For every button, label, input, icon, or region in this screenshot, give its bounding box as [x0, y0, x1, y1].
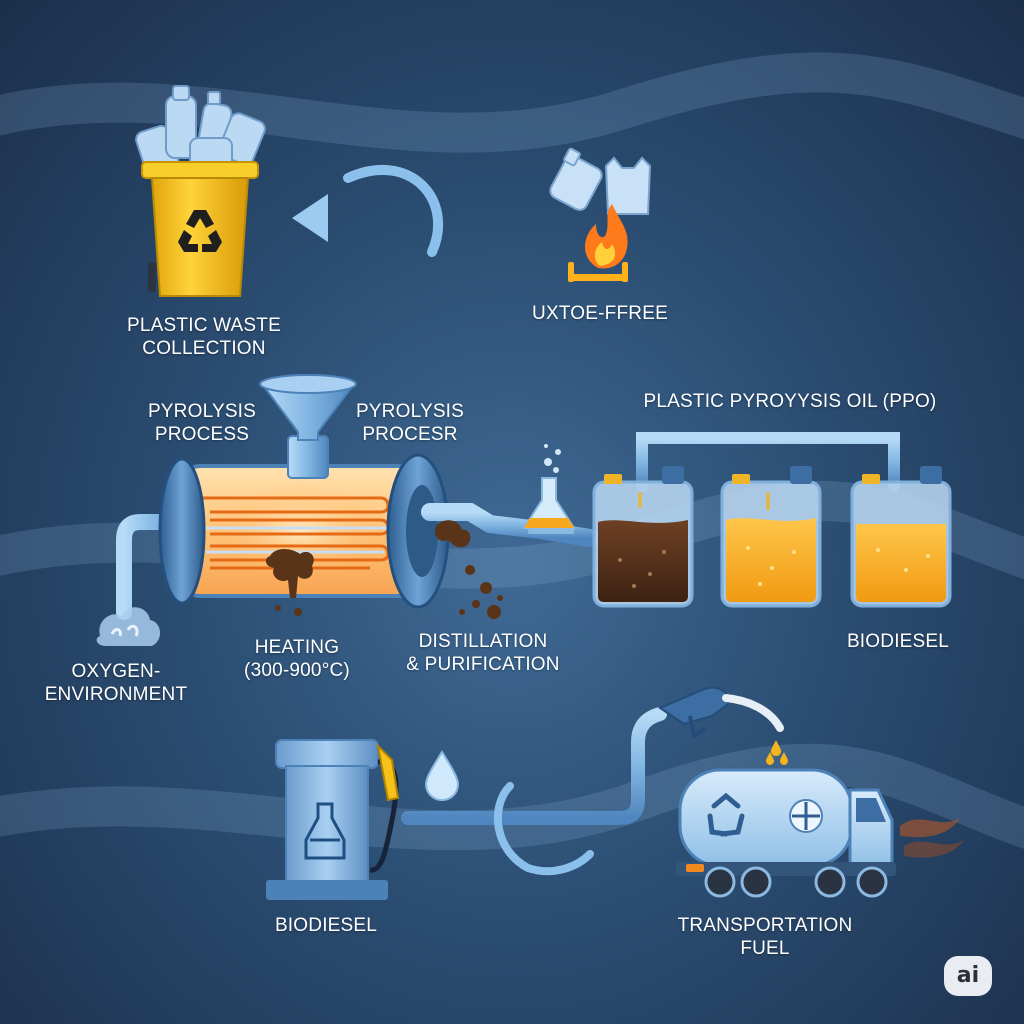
return-arrow-icon: [292, 165, 526, 257]
ai-badge: ai: [944, 956, 992, 996]
label-heating: HEATING (300-900°C): [222, 636, 372, 682]
oil-tank-icon: [720, 466, 822, 608]
reactor-icon: [116, 453, 450, 620]
funnel-icon: [259, 374, 357, 479]
oil-tank-icon: [850, 466, 952, 608]
label-line: OXYGEN-: [71, 661, 161, 682]
label-line: ENVIRONMENT: [44, 684, 188, 705]
label-transportation-fuel: TRANSPORTATION FUEL: [670, 914, 860, 960]
label-pyrolysis-process-right: PYROLYSIS PROCESR: [340, 400, 480, 446]
label-line: PROCESS: [154, 424, 250, 445]
label-distillation: DISTILLATION & PURIFICATION: [398, 630, 568, 676]
label-line: HEATING: [254, 637, 340, 658]
tanker-truck-icon: [676, 768, 964, 898]
label-pyrolysis-process-left: PYROLYSIS PROCESS: [132, 400, 272, 446]
label-oxygen-free: UXTOE-FFREE: [532, 303, 668, 324]
fuel-pump-icon: [266, 739, 400, 900]
label-line: TRANSPORTATION: [677, 915, 853, 936]
fuel-hose: [401, 707, 667, 876]
label-biodiesel-bottom: BIODIESEL: [274, 915, 378, 936]
label-ppo: PLASTIC PYROYYSIS OIL (PPO): [643, 391, 937, 412]
recycle-bin-icon: [135, 85, 266, 297]
fuel-nozzle-icon: [657, 686, 788, 765]
label-biodiesel-right: BIODIESEL: [846, 631, 950, 652]
label-line: FUEL: [740, 938, 790, 959]
flask-icon: [522, 444, 576, 534]
oxygen-cloud-icon: [96, 607, 161, 646]
label-line: (300-900°C): [244, 660, 350, 681]
label-line: PROCESR: [362, 424, 458, 445]
label-line: DISTILLATION: [418, 631, 548, 652]
label-line: & PURIFICATION: [406, 654, 560, 675]
label-line: COLLECTION: [142, 338, 266, 359]
label-oxygen-environment: OXYGEN- ENVIRONMENT: [36, 660, 196, 706]
label-plastic-waste-collection: PLASTIC WASTE COLLECTION: [118, 314, 290, 360]
label-line: PYROLYSIS: [355, 401, 465, 422]
plastic-bottles-icon: [549, 147, 652, 215]
oil-tank-icon: [592, 466, 694, 608]
flame-icon: [568, 204, 628, 282]
label-line: PLASTIC WASTE: [127, 315, 281, 336]
label-line: PYROLYSIS: [147, 401, 257, 422]
droplet-icon: [424, 750, 460, 802]
